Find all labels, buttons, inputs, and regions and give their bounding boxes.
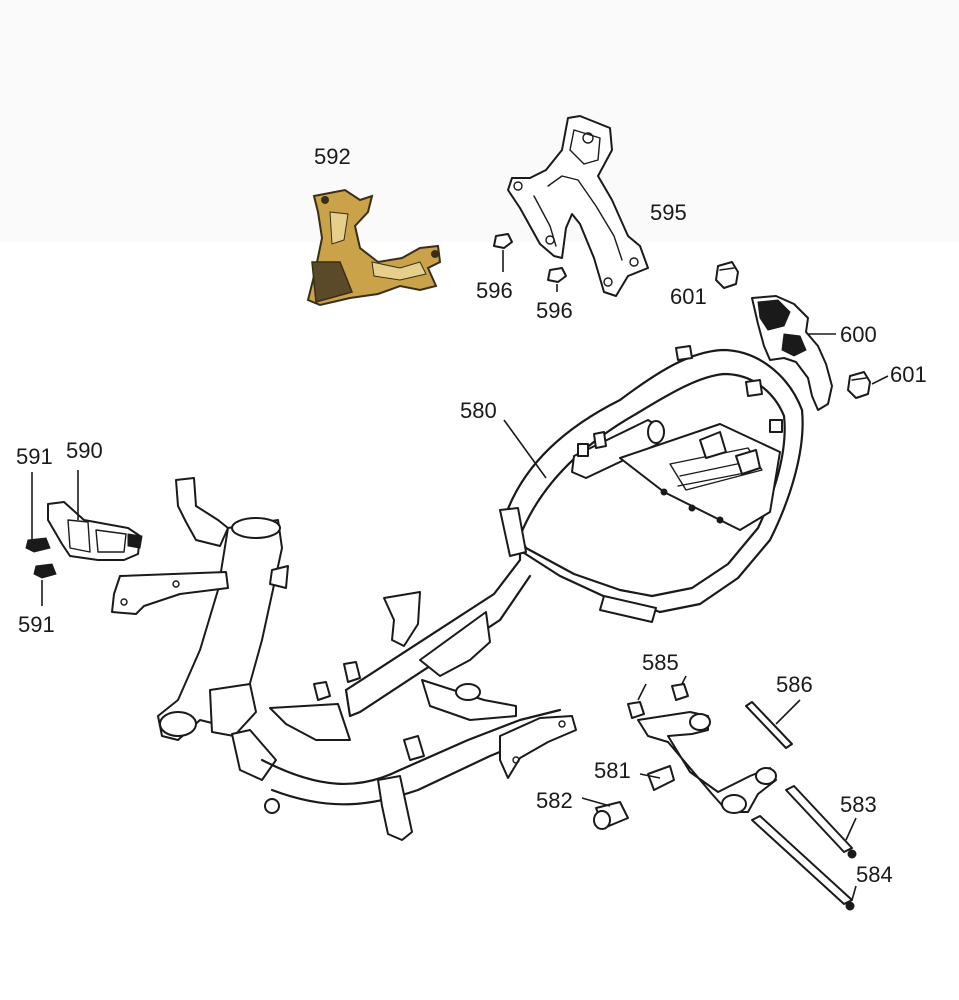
part-592-bracket [306,188,442,307]
part-580-main-frame [111,345,804,841]
part-601-nut-b [847,371,889,399]
part-586-pin [745,699,801,749]
top-background-band [0,0,959,242]
part-582-bushing [581,797,629,830]
callout-586: 586 [776,672,813,697]
callout-595: 595 [650,200,687,225]
callout-583: 583 [840,792,877,817]
part-601-nut-a [715,261,739,289]
callout-592: 592 [314,144,351,169]
callout-591-b: 591 [18,612,55,637]
callout-601-b: 601 [890,362,927,387]
callout-580: 580 [460,398,497,423]
part-590-bracket [47,470,143,561]
callout-596-a: 596 [476,278,513,303]
callout-596-b: 596 [536,298,573,323]
callout-591-a: 591 [16,444,53,469]
callout-600: 600 [840,322,877,347]
callout-590: 590 [66,438,103,463]
part-581-center-stand [637,711,777,814]
callout-584: 584 [856,862,893,887]
callout-581: 581 [594,758,631,783]
part-596-bolt-a [493,233,513,272]
part-591-fastener-b [33,563,57,606]
callout-585: 585 [642,650,679,675]
part-591-fastener-a [25,472,51,553]
part-584-bolt [751,815,857,911]
part-596-bolt-b [547,267,567,292]
callout-582: 582 [536,788,573,813]
part-600-latch-bracket [751,295,836,411]
part-585-nuts [627,675,689,719]
part-595-bracket [507,115,649,297]
part-583-bolt [785,785,857,859]
callout-601-a: 601 [670,284,707,309]
